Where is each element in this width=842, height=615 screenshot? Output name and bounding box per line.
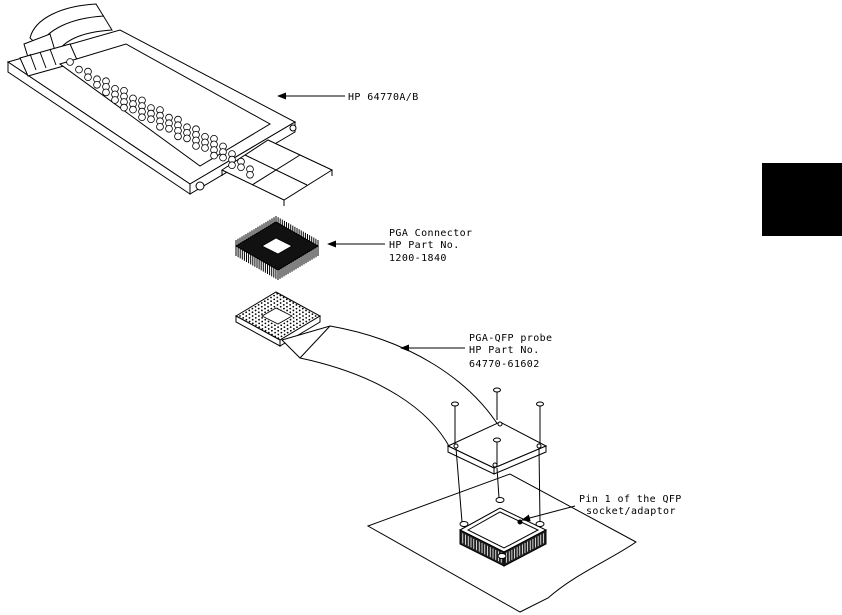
pga-label-line2: HP Part No. [389, 240, 460, 251]
pin-arrow [521, 505, 576, 522]
qfp-socket [458, 497, 548, 567]
pod-holes [66, 58, 254, 179]
emulator-pod [6, 3, 334, 206]
pga-connector [235, 216, 319, 280]
pga-label-line1: PGA Connector [389, 228, 472, 239]
chapter-tab [762, 163, 842, 236]
emulator-label: HP 64770A/B [348, 92, 419, 103]
pin-label-line1: Pin 1 of the QFP [579, 494, 682, 505]
probe-label-line2: HP Part No. [469, 345, 540, 356]
flex-cable [281, 325, 501, 449]
callout-arrows [277, 92, 576, 522]
probe-label-line3: 64770-61602 [469, 359, 540, 370]
pga-label-line3: 1200-1840 [389, 253, 447, 264]
alignment-lines [455, 447, 541, 523]
pin-label-line2: socket/adaptor [586, 506, 676, 517]
screws [451, 387, 544, 466]
probe-label-line1: PGA-QFP probe [469, 333, 552, 344]
